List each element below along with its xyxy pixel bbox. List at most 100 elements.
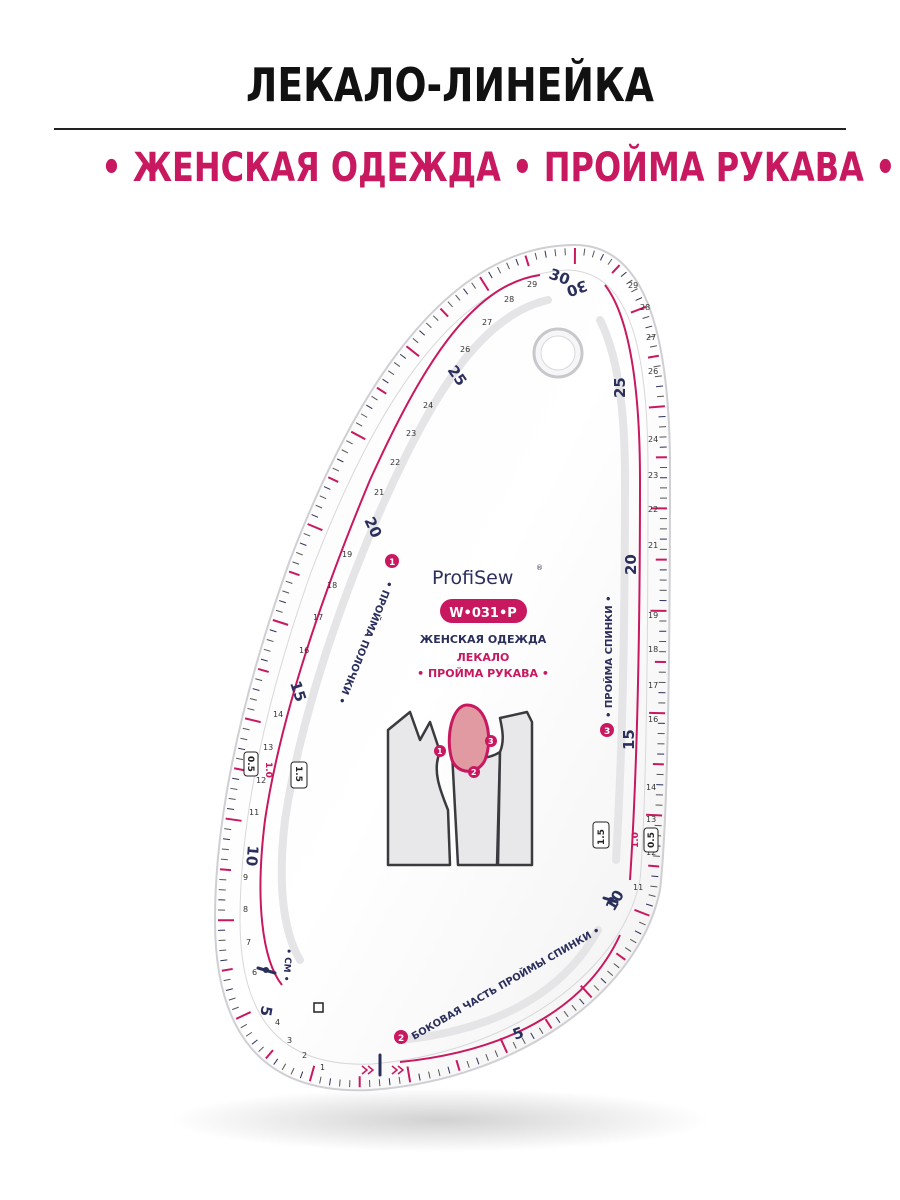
ruler-tick [607,258,613,265]
ruler-tick [295,551,303,556]
left-minor-23: 23 [406,429,416,438]
left-minor-6: 6 [252,968,257,977]
ruler-tick [600,253,604,261]
ruler-tick [591,250,595,258]
ruler-tick [308,1065,316,1082]
ruler-tick [336,458,344,463]
subtitle-armhole: ПРОЙМА РУКАВА [543,145,864,191]
ruler-tick [600,978,607,984]
left-minor-11: 11 [249,808,259,817]
ruler-tick [247,707,255,711]
ruler-tick [497,266,502,274]
navy-dot-left [263,967,269,973]
ruler-tick [258,1046,264,1053]
side-slot [396,926,602,1044]
ruler-tick [232,1006,239,1011]
right-minor-29: 29 [628,281,638,290]
ruler-tick [466,1060,470,1068]
ruler-tick [630,305,647,314]
right-minor-21: 21 [648,541,658,550]
ruler-tick [378,1079,381,1087]
left-minor-22: 22 [390,458,400,467]
ruler-tick [279,600,286,604]
right-minor-16: 16 [648,715,658,724]
ruler-tick [524,255,530,267]
right-minor-14: 14 [646,783,656,792]
ruler-tick [220,959,228,962]
right-major-20: 20 [622,554,640,575]
ruler-tick [506,262,510,270]
ruler-tick [593,985,600,991]
ruler-outline [213,243,672,1092]
number-badge-2-text: 2 [398,1034,404,1044]
ruler-tick [292,561,300,565]
unit-label: • СМ • [280,948,293,982]
ruler-tick [634,908,650,917]
back-armhole-line [604,284,642,881]
subtitle-bullet-middle: • [512,145,533,191]
ruler-tick [371,395,378,401]
left-minor-9: 9 [243,873,248,882]
ruler-tick [355,422,363,427]
offset-10-right-text: 1.0 [631,832,641,848]
right-minor-11: 11 [633,883,643,892]
diagram-badge-3 [485,735,497,747]
ruler-tick [398,1076,401,1084]
ruler-tick [272,619,289,626]
diagram-badge-1-text: 1 [437,747,443,756]
ruler-tick [222,838,230,841]
ruler-tick [634,930,642,935]
navy-dot-right [608,897,614,903]
ruler-tick [479,276,490,292]
left-minor-24: 24 [423,401,433,410]
ruler-tick [299,1071,304,1079]
ruler-tick [242,727,250,731]
ruler-tick [315,504,323,509]
back-slot [596,316,630,864]
offset-05-left-text: 0.5 [245,756,255,772]
ruler-tick [273,1058,279,1065]
diagram-badge-2 [468,766,480,778]
left-minor-8: 8 [243,905,248,914]
subtitle-bullet-right: • [875,145,896,191]
ruler-tick [649,345,658,348]
ruler-tick [251,1039,258,1045]
ruler-tick [512,1041,517,1049]
ruler-tick [406,1066,412,1083]
ruler-tick [563,1010,569,1018]
front-armhole-line [259,274,541,986]
right-minor-17: 17 [648,681,658,690]
ruler-tick [266,639,274,643]
ruler-tick [299,542,307,546]
hanging-hole-inner [540,335,576,371]
back-armhole-label: • ПРОЙМА СПИНКИ • [602,596,615,718]
ruler-tick [227,807,235,811]
left-minor-26: 26 [460,345,470,354]
right-minor-28: 28 [640,303,650,312]
left-minor-4: 4 [275,1018,280,1027]
ruler-tick [439,307,449,318]
pattern-text: ЛЕКАЛО [457,651,510,664]
ruler-tick [235,1011,252,1020]
right-minor-24: 24 [648,435,658,444]
ruler-tick [648,405,665,409]
left-minor-28: 28 [504,295,514,304]
ruler-tick [624,947,632,952]
ruler-tick [635,297,643,301]
ruler-tick [341,449,349,454]
left-minor-16: 16 [299,646,309,655]
left-minor-12: 12 [256,776,266,785]
ruler-tick [332,467,340,472]
left-minor-2: 2 [302,1051,307,1060]
left-minor-19: 19 [342,550,352,559]
ruler-tick [521,1037,526,1045]
left-minor-18: 18 [327,581,337,590]
offset-05-right-text: 0.5 [647,832,657,848]
ruler-tick [419,330,426,336]
ruler-tick [228,797,236,801]
ruler-tick [275,609,283,613]
ruler-tick [631,288,638,293]
ruler-tick [650,885,658,888]
number-badge-3-text: 3 [604,727,610,737]
